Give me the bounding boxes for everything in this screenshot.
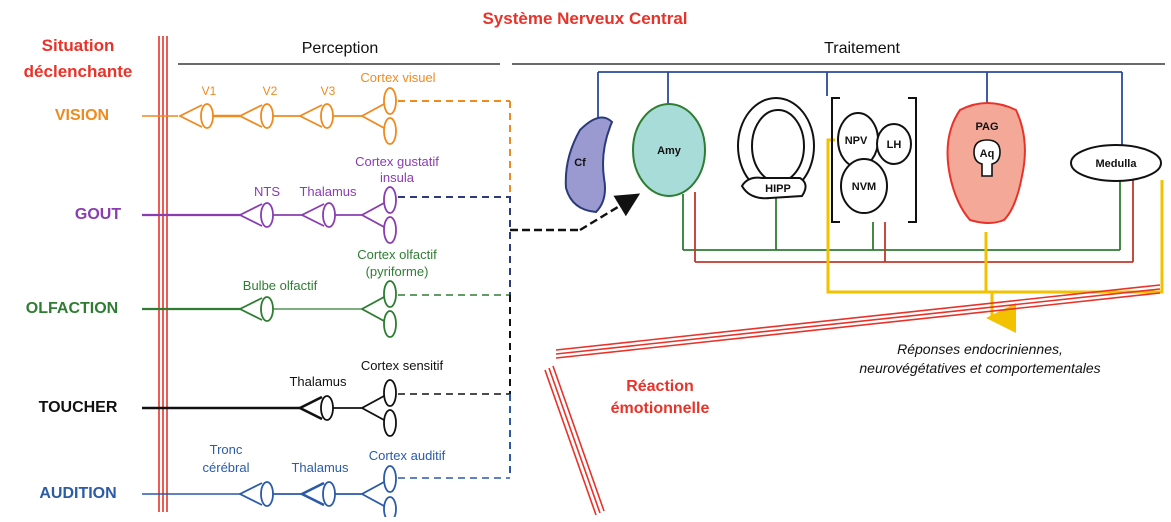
hipp-label: HIPP [765, 183, 791, 195]
cf-label: Cf [574, 157, 586, 169]
npv-label: NPV [845, 135, 868, 147]
audition-pathway: AUDITION Tronc cérébral Thalamus Cortex … [39, 442, 510, 522]
olfaction-label: OLFACTION [26, 300, 118, 317]
blue-connection-frame [597, 71, 1123, 146]
hipp-structure: HIPP [737, 97, 815, 200]
vision-pathway: VISION V1 V2 V3 Cortex visuel [55, 70, 511, 196]
cf-structure: Cf [564, 116, 614, 214]
amy-structure: Amy [632, 103, 706, 197]
gout-cortex-label-line1: Cortex gustatif [355, 154, 439, 169]
vision-cortex-label: Cortex visuel [360, 70, 435, 85]
responses-line2: neurovégétatives et comportementales [859, 360, 1100, 376]
vision-relay-v2: V2 [263, 84, 278, 98]
nvm-label: NVM [852, 181, 876, 193]
vision-label: VISION [55, 107, 109, 124]
toucher-pathway: TOUCHER Thalamus Cortex sensitif [39, 358, 510, 437]
olfaction-cortex-label-line1: Cortex olfactif [357, 247, 437, 262]
olfaction-cortex-label-line2: (pyriforme) [366, 264, 429, 279]
traitement-header: Traitement [824, 40, 900, 57]
olfaction-relay-bulbe: Bulbe olfactif [243, 278, 318, 293]
gout-relay-thalamus: Thalamus [299, 184, 357, 199]
amy-label: Amy [657, 145, 682, 157]
audition-relay-tronc-line2: cérébral [203, 460, 250, 475]
perception-header: Perception [302, 40, 379, 57]
toucher-cortex-label: Cortex sensitif [361, 358, 444, 373]
situation-label-line1: Situation [42, 36, 115, 55]
vision-relay-v3: V3 [321, 84, 336, 98]
medulla-label: Medulla [1096, 158, 1138, 170]
toucher-label: TOUCHER [39, 399, 118, 416]
aq-label: Aq [980, 148, 995, 160]
vision-relay-v1: V1 [202, 84, 217, 98]
audition-cortex-label: Cortex auditif [369, 448, 446, 463]
responses-line1: Réponses endocriniennes, [897, 341, 1063, 357]
situation-label-line2: déclenchante [24, 62, 133, 81]
pag-structure: PAG Aq [946, 102, 1026, 224]
audition-relay-tronc-line1: Tronc [210, 442, 243, 457]
gout-label: GOUT [75, 206, 121, 223]
yellow-output-frame [826, 138, 1164, 333]
gout-pathway: GOUT NTS Thalamus Cortex gustatif insula [75, 154, 510, 244]
toucher-relay-thalamus: Thalamus [289, 374, 347, 389]
reaction-label-line2: émotionnelle [611, 400, 710, 417]
diagram-title: Système Nerveux Central [482, 9, 687, 28]
gout-relay-nts: NTS [254, 184, 280, 199]
olfaction-pathway: OLFACTION Bulbe olfactif Cortex olfactif… [26, 247, 510, 338]
pag-label: PAG [975, 121, 998, 133]
audition-relay-thalamus: Thalamus [291, 460, 349, 475]
gout-cortex-label-line2: insula [380, 170, 415, 185]
situation-barrier-line [158, 36, 168, 512]
reaction-barrier-lines [544, 284, 1161, 516]
convergence-line [509, 193, 641, 478]
green-connection-frame [682, 180, 1121, 251]
audition-label: AUDITION [39, 485, 116, 502]
reaction-label-line1: Réaction [626, 378, 694, 395]
red-connection-frame [694, 180, 1134, 263]
lh-label: LH [887, 139, 902, 151]
medulla-structure: Medulla [1070, 144, 1162, 182]
hypothalamus-box: NPV LH NVM [831, 97, 917, 223]
